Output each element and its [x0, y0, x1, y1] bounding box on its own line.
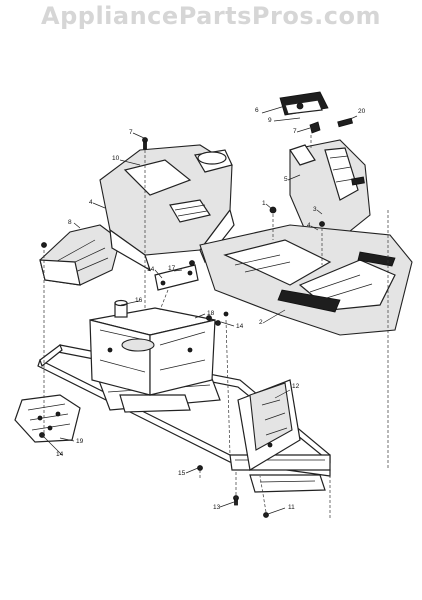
callout-c9: 9	[268, 117, 272, 124]
callout-c1: 1	[262, 200, 266, 207]
callout-c12: 12	[292, 383, 300, 390]
floor-pan	[199, 206, 413, 336]
callout-c10: 10	[112, 155, 120, 162]
callout-c13: 13	[213, 504, 221, 511]
callout-c7a: 7	[129, 129, 133, 136]
fuel-tank-cover	[289, 139, 371, 236]
callout-c11: 11	[288, 504, 295, 511]
hardware-bolts	[39, 137, 269, 518]
callout-c17: 17	[168, 265, 176, 272]
callout-c14c: 14	[56, 451, 64, 458]
seat-mount-frame	[89, 307, 216, 396]
callout-c14a: 14	[147, 266, 155, 273]
callout-c2: 2	[259, 319, 263, 326]
callout-c5: 5	[284, 176, 288, 183]
body-shroud	[99, 144, 235, 272]
callout-c16: 16	[135, 297, 143, 304]
leader-lines	[43, 105, 358, 515]
callout-c18: 18	[207, 310, 215, 317]
callout-c19: 19	[76, 438, 84, 445]
callout-c6: 6	[255, 107, 259, 114]
callout-c4a: 4	[89, 199, 93, 206]
callout-c15: 15	[178, 470, 186, 477]
callout-c3: 3	[313, 206, 317, 213]
watermark-text: AppliancePartsPros.com	[41, 2, 381, 30]
control-cap	[279, 91, 354, 134]
callout-c14b: 14	[236, 323, 244, 330]
footrest-plate	[14, 394, 81, 443]
seat-bracket	[154, 264, 199, 291]
callout-c4b: 4	[307, 222, 311, 229]
callout-c8: 8	[68, 219, 72, 226]
alignment-lines	[43, 135, 389, 520]
rear-fender	[39, 224, 121, 286]
callout-c20: 20	[358, 108, 366, 115]
callout-c7b: 7	[293, 128, 297, 135]
spacer-bushing	[114, 299, 128, 318]
